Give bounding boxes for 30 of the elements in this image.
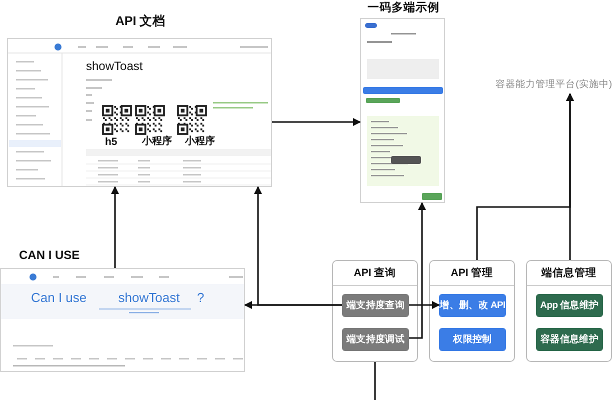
function-button: 端支持度查询 xyxy=(342,294,409,317)
group-heading: 端信息管理 xyxy=(540,267,598,280)
arrow xyxy=(566,93,574,260)
connector-line xyxy=(374,362,376,400)
group-heading: API 查询 xyxy=(352,267,398,280)
arrow xyxy=(111,186,119,268)
group-heading: API 管理 xyxy=(450,267,494,280)
arrow xyxy=(409,202,426,339)
arrow xyxy=(272,118,361,126)
panel-title: 一码多端示例 xyxy=(366,2,440,16)
search-prompt: ? xyxy=(197,290,204,306)
panel-title: API 文档 xyxy=(114,14,167,29)
function-button: 容器信息维护 xyxy=(536,328,603,351)
search-prompt: Can I use xyxy=(31,290,87,306)
platform-label: 容器能力管理平台(实施中) xyxy=(494,79,612,90)
function-button: 权限控制 xyxy=(439,328,506,351)
search-field-value: showToast xyxy=(117,290,181,306)
group-panel xyxy=(526,260,612,362)
arrow xyxy=(254,186,342,306)
page-heading: showToast xyxy=(86,59,143,74)
function-button: App 信息维护 xyxy=(536,294,603,317)
qr-caption: 小程序 xyxy=(185,136,215,148)
function-button: 端支持度调试 xyxy=(342,328,409,351)
group-panel xyxy=(332,260,418,362)
qr-caption: 小程序 xyxy=(142,136,172,148)
function-button: 增、删、改 API xyxy=(439,294,506,317)
arrow xyxy=(409,301,440,309)
qr-caption: h5 xyxy=(105,136,118,149)
group-panel xyxy=(429,260,515,362)
panel-title: CAN I USE xyxy=(19,248,80,262)
